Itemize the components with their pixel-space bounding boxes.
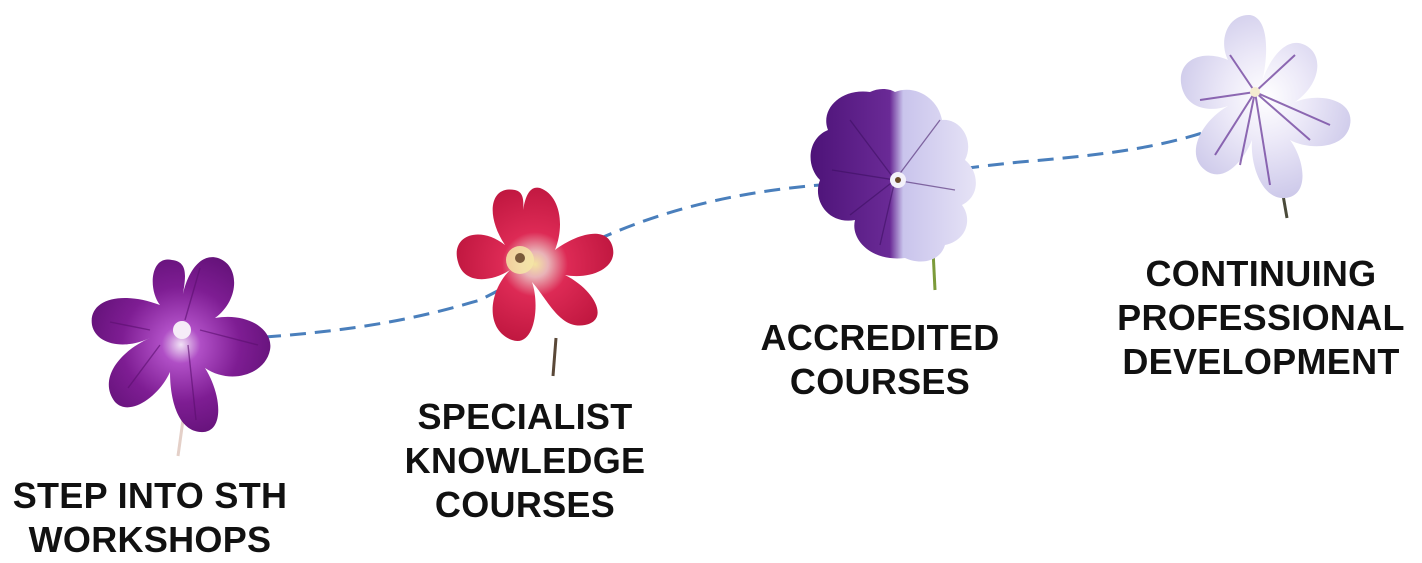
step-label-4-line-3: DEVELOPMENT [1122,341,1400,382]
step-label-3-line-1: ACCREDITED [760,317,1000,358]
step-label-3: ACCREDITED COURSES [730,316,1030,404]
step-label-2-line-1: SPECIALIST [417,396,633,437]
flower-3-icon [810,89,976,262]
step-label-2-line-3: COURSES [434,484,616,525]
step-label-3-line-2: COURSES [789,361,971,402]
flower-2-icon [456,187,614,341]
flower-4-icon [1180,14,1351,199]
step-label-1-line-2: WORKSHOPS [28,519,272,560]
step-label-4-line-1: CONTINUING [1145,253,1377,294]
step-label-2-line-2: KNOWLEDGE [404,440,646,481]
step-label-4: CONTINUING PROFESSIONAL DEVELOPMENT [1100,252,1422,384]
stem-4 [1281,194,1289,219]
connector-line [264,130,1206,339]
step-label-2: SPECIALIST KNOWLEDGE COURSES [375,395,675,527]
step-label-1: STEP INTO STH WORKSHOPS [0,474,300,562]
flower-1-icon [91,257,271,433]
stem-2 [551,337,558,377]
step-label-4-line-2: PROFESSIONAL [1117,297,1405,338]
step-label-1-line-1: STEP INTO STH [12,475,288,516]
stem-1 [176,419,185,457]
